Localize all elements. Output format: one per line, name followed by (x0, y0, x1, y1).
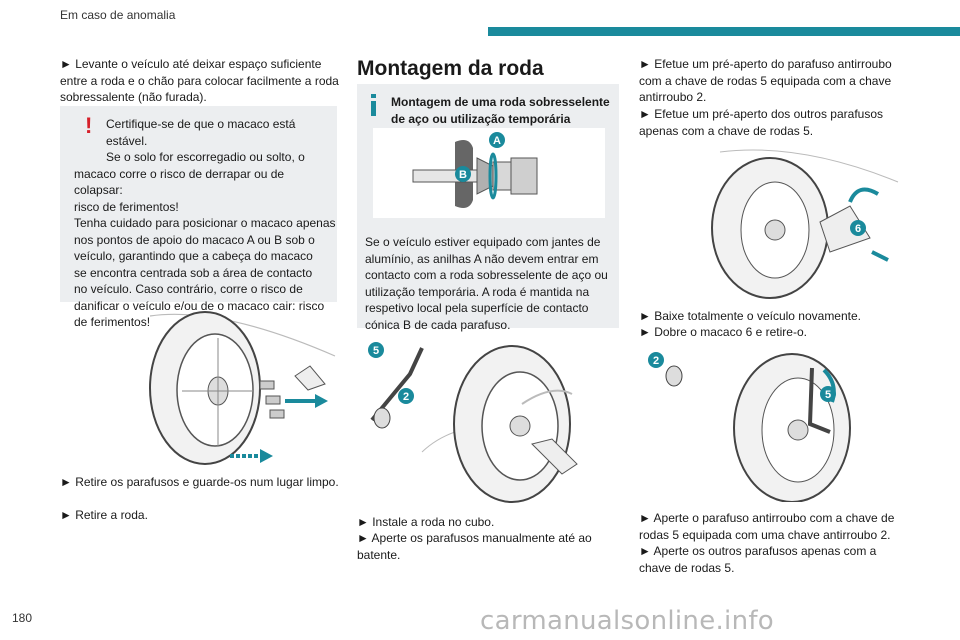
badge-2-final (648, 352, 664, 368)
warning-text: Certifique-se de que o macaco está estáv… (74, 117, 336, 329)
header-accent-bar (488, 27, 960, 36)
section-title: Montagem da roda (357, 57, 544, 80)
step-fold-jack: ► Dobre o macaco 6 e retire-o. (639, 325, 807, 339)
info-title: Montagem de uma roda sobresselente de aç… (391, 95, 610, 126)
info-text: Se o veículo estiver equipado com jantes… (365, 235, 608, 332)
step-remove-wheel: ► Retire a roda. (60, 508, 148, 522)
running-header: Em caso de anomalia (60, 8, 176, 22)
install-wheel-illustration: 5 2 (368, 342, 578, 503)
page-number: 180 (12, 611, 33, 625)
badge-a (489, 132, 505, 148)
badge-b (455, 166, 471, 182)
warning-box: ! Certifique-se de que o macaco está est… (60, 106, 337, 329)
badge-6-label: 6 (855, 223, 861, 235)
badge-b-label: B (459, 169, 467, 181)
step-tighten-others: ► Aperte os outros parafusos apenas com … (639, 544, 877, 575)
step-tighten-antitheft: ► Aperte o parafuso antirroubo com a cha… (639, 511, 895, 542)
lower-vehicle-illustration: 6 (711, 149, 899, 299)
final-tighten-illustration: 2 5 (648, 352, 851, 502)
step-pre-tighten-others: ► Efetue um pré-aperto dos outros parafu… (639, 107, 884, 138)
info-box: Montagem de uma roda sobresselente de aç… (357, 84, 619, 332)
step-lower-vehicle: ► Baixe totalmente o veículo novamente. (639, 309, 861, 323)
badge-5-final (820, 386, 836, 402)
badge-a-label: A (493, 135, 501, 147)
warning-icon: ! (85, 113, 93, 138)
step-raise-vehicle: ► Levante o veículo até deixar espaço su… (60, 57, 339, 104)
info-icon (371, 94, 376, 116)
step-install-wheel: ► Instale a roda no cubo. (357, 515, 495, 529)
wheel-removal-illustration (149, 311, 336, 465)
step-remove-bolts: ► Retire os parafusos e guarde-os num lu… (60, 475, 339, 489)
badge-5-final-label: 5 (825, 389, 831, 401)
badge-5-label: 5 (373, 345, 379, 357)
badge-6 (850, 220, 866, 236)
bolt-washer-illustration: A B (373, 128, 605, 218)
badge-2-final-label: 2 (653, 355, 659, 367)
badge-2 (398, 388, 414, 404)
badge-2-label: 2 (403, 391, 409, 403)
watermark: carmanualsonline.info (480, 606, 775, 636)
step-pre-tighten-antitheft: ► Efetue um pré-aperto do parafuso antir… (639, 57, 892, 104)
badge-5 (368, 342, 384, 358)
step-tighten-manually: ► Aperte os parafusos manualmente até ao… (357, 531, 592, 562)
